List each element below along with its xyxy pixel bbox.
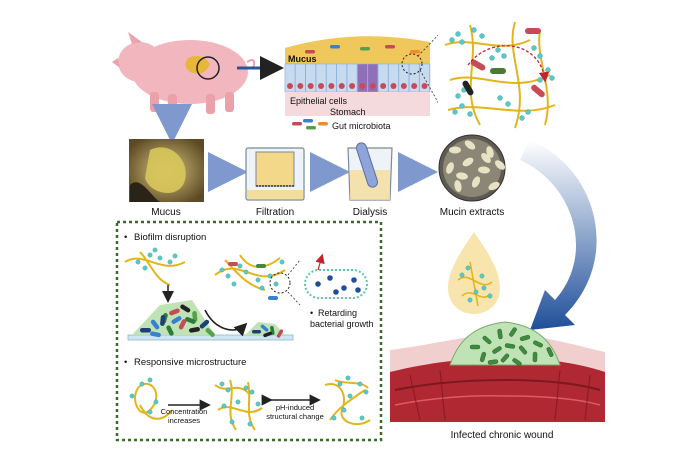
wound-bacteria (469, 327, 554, 366)
mucus-zoom-circle (401, 53, 423, 75)
retarding-line1: Retarding (318, 308, 357, 318)
stomach-label: Stomach (330, 107, 366, 117)
mucin-extracts-dish (438, 134, 506, 202)
retarding-line2: bacterial growth (310, 319, 374, 329)
dialysis-beaker-icon (347, 142, 393, 201)
mucus-layer (285, 36, 430, 64)
biofilm-disruption-graphic (124, 247, 368, 341)
epithelial-cells (284, 63, 430, 93)
wound-label: Infected chronic wound (451, 430, 554, 441)
zoom-circle-icon (196, 56, 220, 80)
infected-wound-illustration (390, 321, 605, 422)
bullet1-dot: • (124, 232, 127, 243)
stomach-layer (285, 92, 430, 116)
mucin-flakes (446, 140, 506, 192)
stomach-cross-section (284, 27, 446, 116)
zoom-glycans (449, 27, 555, 121)
microstructure-graphic (129, 375, 371, 431)
bullet2-dot: • (124, 357, 127, 368)
filtration-label: Filtration (256, 207, 294, 218)
ph-label-line2: structural change (266, 412, 324, 421)
epithelial-label: Epithelial cells (290, 96, 348, 106)
responsive-microstructure-heading: Responsive microstructure (134, 357, 246, 368)
mucus-photo (129, 139, 204, 202)
concentration-label-line1: Concentration (161, 407, 208, 416)
microbiota-label: Gut microbiota (332, 121, 391, 131)
biofilm-disruption-heading: Biofilm disruption (134, 232, 206, 243)
mucus-label: Mucus (288, 54, 317, 64)
big-curved-arrow (520, 140, 597, 330)
retarding-bullet: • (310, 308, 313, 318)
pig-illustration (112, 32, 256, 114)
function-panel-border (115, 220, 383, 442)
filtration-beaker-icon (245, 147, 305, 201)
microbiota-icon (292, 119, 328, 130)
ph-label-line1: pH-induced (276, 403, 314, 412)
mucin-network-zoom (438, 20, 558, 130)
dialysis-label: Dialysis (353, 207, 387, 218)
concentration-label-line2: increases (168, 416, 200, 425)
mucus-photo-label: Mucus (151, 207, 180, 218)
mucin-droplet (448, 232, 500, 314)
mucin-extracts-label: Mucin extracts (440, 207, 504, 218)
mucus-bacteria (305, 45, 420, 54)
